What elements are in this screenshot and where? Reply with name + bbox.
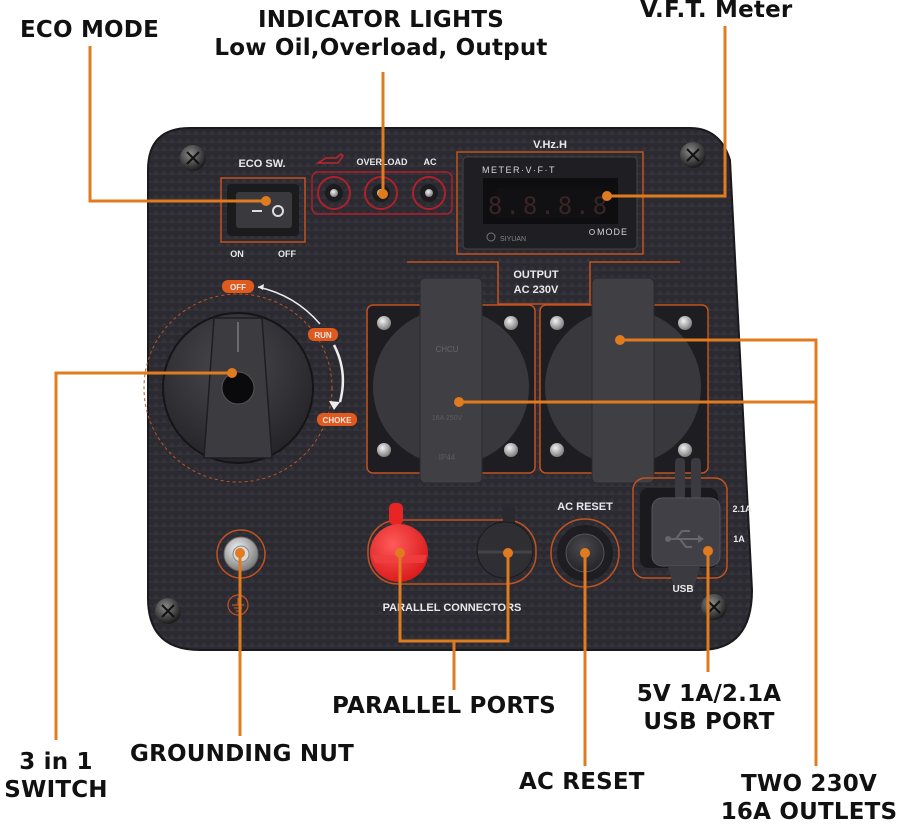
three-in-one-switch-callout: 3 in 1 SWITCH [0,748,112,804]
knob-run-label: RUN [314,331,332,340]
callout-leader-lines [54,26,818,766]
meter-header-label: V.Hz.H [533,139,567,151]
screw-icon [701,594,727,620]
screw-icon [155,598,181,624]
usb-port[interactable] [640,458,721,588]
output-label: OUTPUT [513,269,559,281]
ac-outlet-left[interactable]: CHCU 16A 250V IP44 [366,277,536,484]
ac-reset-callout: AC RESET [519,769,645,795]
vft-meter-callout: V.F.T. Meter [640,0,793,23]
knob-choke-badge: CHOKE [317,413,357,426]
eco-mode-leader [88,46,266,203]
screw-icon [180,145,206,171]
meter-mode-button[interactable] [589,229,595,235]
socket-brand-label: CHCU [435,345,458,354]
ac-output-indicator-light [412,176,446,210]
outlet-cover-flap[interactable] [419,277,483,484]
three-in-one-leader [54,371,232,740]
meter-display: 8.8.8.8 [488,192,610,220]
ac-output-label: AC [424,157,437,167]
eco-mode-switch[interactable] [227,184,299,236]
meter-logo-icon [486,232,496,242]
outlets-callout-line2: 16A OUTLETS [720,799,898,825]
three-in-one-callout-line2: SWITCH [4,777,108,803]
arrow-off-run-icon [257,286,321,325]
callout-dots [227,189,713,558]
outlets-callout: TWO 230V 16A OUTLETS [718,770,900,826]
knob-off-label: OFF [230,283,246,292]
meter-brand-label: METER·V·F·T [482,165,556,175]
output-voltage-label: AC 230V [514,284,559,296]
usb-callout-line2: USB PORT [643,709,775,735]
usb-port-callout: 5V 1A/2.1A USB PORT [634,680,784,736]
parallel-connectors-label: PARALLEL CONNECTORS [383,602,522,614]
vft-meter-leader [607,26,727,198]
knob-dial-ring [143,293,333,483]
knob-choke-label: CHOKE [323,416,353,425]
usb-panel-label: USB [672,584,693,595]
screw-icon [680,142,706,168]
meter-maker-label: SIYUAN [500,236,526,243]
ac-outlet-right[interactable] [539,277,709,484]
eco-switch-label: ECO SW. [238,158,285,170]
eco-mode-callout: ECO MODE [20,17,159,43]
usb-high-current-label: 2.1A [732,504,752,514]
outlet-cover-flap[interactable] [591,277,655,484]
knob-run-badge: RUN [308,328,338,341]
three-in-one-switch-knob[interactable] [162,312,314,464]
indicator-lights-callout-subtitle: Low Oil,Overload, Output [214,35,548,61]
indicator-lights-callout: INDICATOR LIGHTS Low Oil,Overload, Outpu… [196,6,566,62]
socket-ip-label: IP44 [439,453,456,462]
oil-can-icon [315,152,344,164]
low-oil-indicator-light [317,176,351,210]
outlet-right-leader [620,338,818,766]
usb-symbol-icon [665,530,704,548]
eco-on-label: ON [230,249,244,259]
meter-mode-label: MODE [597,227,628,237]
usb-low-current-label: 1A [733,534,745,544]
grounding-nut-callout: GROUNDING NUT [130,741,355,767]
eco-off-label: OFF [278,249,296,259]
parallel-ports-callout: PARALLEL PORTS [332,693,556,719]
vft-meter: METER·V·F·T 8.8.8.8 SIYUAN MODE [462,156,638,250]
ac-reset-panel-label: AC RESET [557,501,613,513]
outlets-callout-line1: TWO 230V [740,771,878,797]
knob-off-badge: OFF [222,280,254,293]
indicator-lights-callout-title: INDICATOR LIGHTS [257,7,505,33]
socket-rating-label: 16A 250V [432,415,463,422]
three-in-one-callout-line1: 3 in 1 [19,749,93,775]
arrow-run-choke-icon [332,344,345,403]
usb-callout-line1: 5V 1A/2.1A [636,681,782,707]
